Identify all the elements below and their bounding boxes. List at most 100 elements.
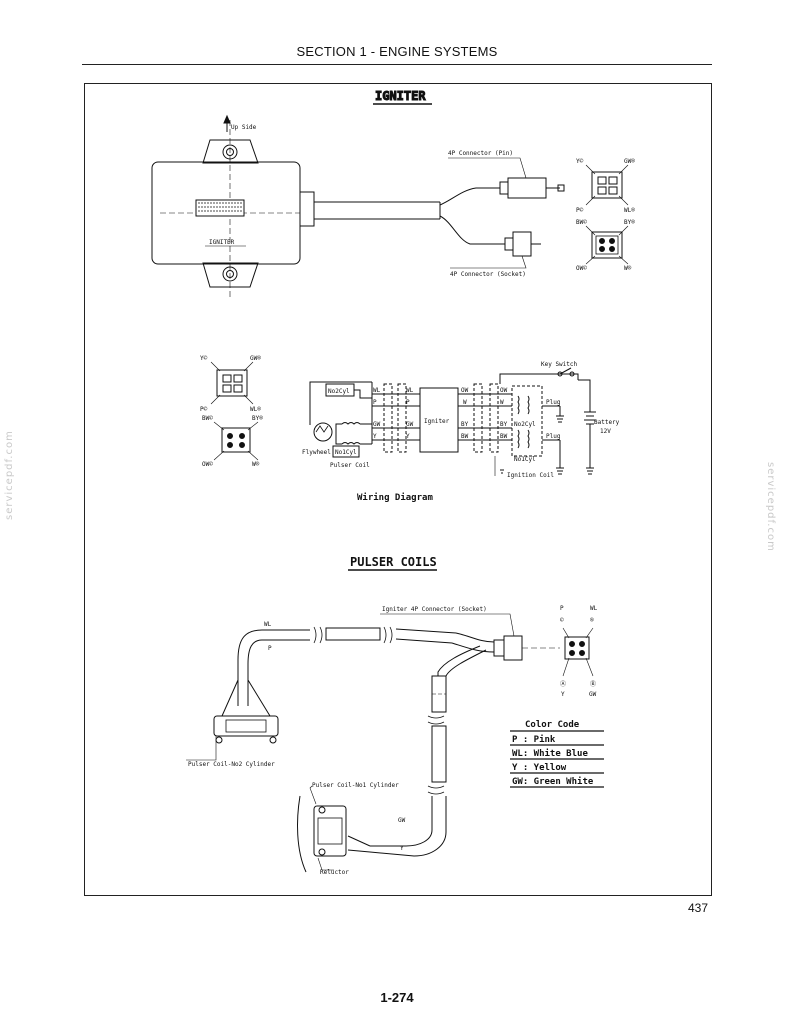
pulser-socket-leader-2 — [585, 627, 594, 639]
pulser-coil-no1-leader — [309, 785, 317, 805]
pulser-coil-no1 — [341, 442, 361, 445]
pulser-connector-body — [503, 635, 523, 661]
left-connector-b — [397, 383, 407, 453]
bottom-mount-ear — [202, 262, 259, 288]
socket-face-leader-2 — [618, 225, 629, 236]
wiring-caption: Wiring Diagram — [357, 492, 433, 503]
pulser-cable-break-4 — [427, 785, 445, 795]
battery-ground — [586, 424, 594, 475]
wiring-pin-face-slot-3 — [222, 384, 232, 393]
pulser-coil-no2-winding — [225, 719, 267, 733]
socket-face-inner — [595, 235, 619, 255]
pin-connector-tip — [557, 184, 565, 192]
wiring-socket-label-4: W® — [252, 461, 260, 468]
socket-face-hole-2 — [609, 238, 615, 244]
connector-socket: 4P Connector (Socket) — [450, 231, 541, 278]
left-wire-label-3b: GW — [406, 421, 414, 428]
ignition-coil-label: Ignition Coil — [507, 472, 554, 479]
pin-face-label-4: WL® — [624, 207, 635, 214]
wiring-pin-face-slot-1 — [222, 374, 232, 383]
pulser-socket-mark-3: Ⓐ — [560, 680, 566, 688]
wiring-pin-label-4: WL® — [250, 406, 261, 413]
pulser-socket-mark-4: Ⓑ — [590, 680, 596, 688]
flywheel-icon — [313, 422, 333, 442]
socket-face-outline — [591, 231, 623, 259]
wiring-pin-leader-2 — [243, 361, 254, 372]
socket-face-label-3: OW© — [576, 265, 587, 272]
wiring-socket-hole-1 — [227, 433, 233, 439]
pin-face-slot-3 — [597, 186, 607, 195]
wiring-pin-leader-1 — [210, 361, 221, 372]
right-wire-label-3: BY — [461, 421, 469, 428]
figure-number: 437 — [687, 901, 708, 915]
pulser-socket-leader-1 — [562, 627, 570, 639]
pulser-cable-left-loop — [237, 629, 263, 706]
pulser-coil-no2-body — [213, 715, 279, 737]
igniter-title: IGNITER — [375, 89, 426, 103]
pin-connector-collar — [499, 181, 509, 195]
pulser-socket-leader-3 — [562, 657, 570, 677]
connector-socket-leader — [450, 255, 527, 269]
ignition-coil-no2-primary — [517, 395, 520, 415]
pulser-coil-no2-hole-1 — [215, 736, 223, 744]
socket-face-label-2: BY® — [624, 219, 635, 226]
socket-face-leader-1 — [585, 225, 596, 236]
pulser-cable-break-1 — [313, 626, 323, 644]
right-connector-a — [473, 383, 483, 453]
battery-icon — [584, 411, 596, 425]
socket-face-leader-3 — [585, 255, 596, 265]
pulser-connector-leader — [380, 613, 515, 637]
pulser-coil-no1-label: Pulser Coil-No1 Cylinder — [312, 782, 399, 789]
pulser-connector-label: Igniter 4P Connector (Socket) — [382, 606, 487, 613]
pulser-socket-label-y: Y — [561, 691, 565, 698]
pulser-coil-no1-body — [313, 805, 347, 857]
pulser-coil-no2-hole-2 — [269, 736, 277, 744]
plug-top-label: Plug — [546, 399, 561, 406]
pulser-socket-hole-2 — [579, 641, 585, 647]
flywheel-teeth — [315, 425, 329, 433]
wire-y-label: Y — [400, 845, 404, 852]
wiring-schematic: No2Cyl Flywheel No1Cyl Pulser Coil WL P … — [302, 361, 620, 479]
pulser-cable-segment-3 — [395, 628, 457, 644]
key-switch-wire — [499, 373, 579, 384]
figure-frame — [84, 83, 712, 896]
pulser-socket-label-gw: GW — [589, 691, 597, 698]
pulser-socket-hole-1 — [569, 641, 575, 647]
pulser-socket-leader-4 — [585, 657, 594, 677]
left-wire-label-2: P — [373, 399, 377, 406]
wiring-socket-leader-4 — [247, 450, 259, 461]
left-wire-label-1: WL — [373, 387, 381, 394]
pin-face-slot-1 — [597, 176, 607, 185]
pulser-socket-hole-3 — [569, 650, 575, 656]
flywheel-label: Flywheel — [302, 449, 331, 456]
connector-pin-leader — [448, 157, 527, 179]
wiring-socket-leader-2 — [247, 421, 259, 431]
pin-face-label-1: Y© — [576, 158, 584, 165]
wiring-socket-leader-3 — [213, 450, 225, 461]
color-code-title: Color Code — [525, 720, 580, 730]
wiring-socket-hole-4 — [239, 442, 245, 448]
plug-bottom-label: Plug — [546, 433, 561, 440]
pulser-cable-break-2 — [383, 626, 393, 644]
left-wire-label-4: Y — [373, 433, 377, 440]
pin-face-leader-3 — [585, 195, 596, 206]
wiring-socket-face: BW© BY® OW© W® — [202, 415, 263, 468]
coil-no2-label: No2Cyl — [514, 421, 536, 428]
right-wire-label-1: OW — [461, 387, 469, 394]
igniter-cable-boot — [299, 191, 315, 227]
wiring-pin-face-slot-4 — [233, 384, 243, 393]
socket-connector-body — [512, 231, 532, 257]
wiring-pin-leader-4 — [243, 394, 254, 405]
wire-gw-label: GW — [398, 817, 406, 824]
plug-bottom-ground — [556, 440, 564, 475]
pin-face-leader-4 — [618, 195, 629, 206]
plug-top-ground — [556, 406, 564, 423]
pulser-cable-lower-bend — [369, 796, 447, 857]
wiring-pin-label-1: Y© — [200, 355, 208, 362]
wiring-pin-label-2: GW® — [250, 355, 261, 362]
right-wire-label-1b: OW — [500, 387, 508, 394]
wiring-socket-label-2: BY® — [252, 415, 263, 422]
pulser-coil-no2-leads — [221, 679, 271, 717]
left-wire-label-3: GW — [373, 421, 381, 428]
